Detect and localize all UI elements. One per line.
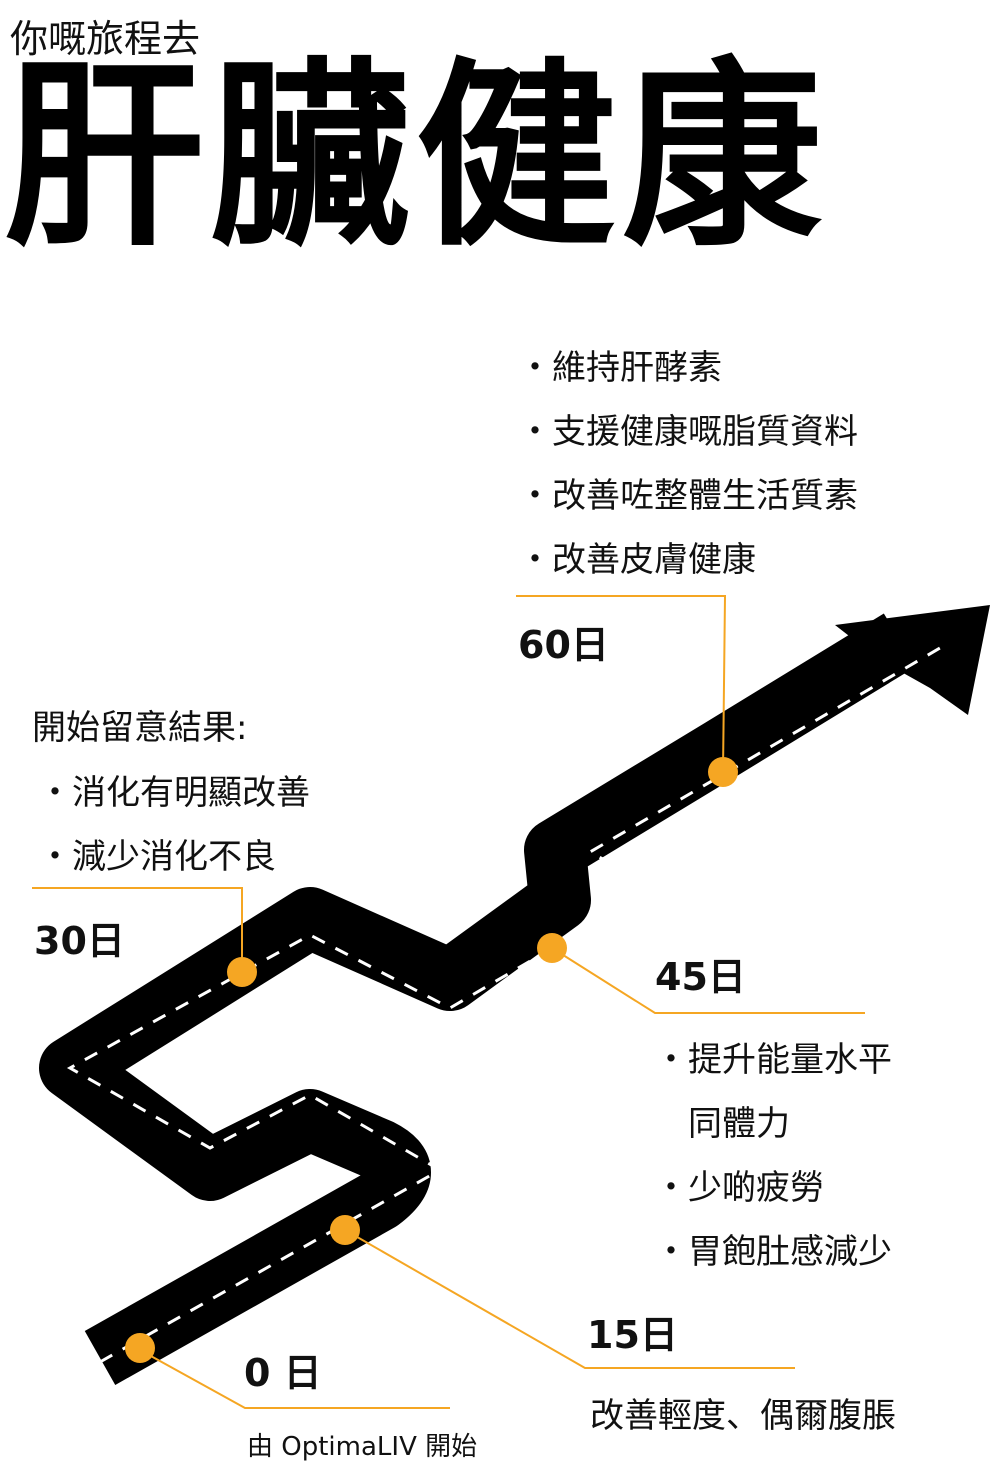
bullet-icon: ・ — [38, 837, 72, 877]
bullet-icon: ・ — [654, 1168, 688, 1208]
leader-line-day45 — [551, 947, 865, 1014]
day30-label: 30日 — [34, 919, 125, 963]
list-item: ・減少消化不良 — [38, 829, 276, 878]
leader-line-day60 — [516, 595, 727, 773]
road-center-dash — [66, 646, 941, 1364]
bullet-icon: ・ — [518, 412, 552, 452]
bullet-icon: ・ — [518, 476, 552, 516]
bullet-icon: ・ — [518, 540, 552, 580]
bullet-icon: ・ — [38, 773, 72, 813]
page-title: 肝臟健康 — [4, 41, 829, 274]
milestone-dot-day45 — [537, 933, 567, 963]
milestone-dot-day15 — [330, 1215, 360, 1245]
bullet-icon: ・ — [518, 348, 552, 388]
day45-label: 45日 — [655, 955, 746, 999]
leader-line-day15 — [344, 1229, 795, 1369]
road-arrowhead — [835, 605, 990, 715]
day15-label: 15日 — [587, 1313, 678, 1357]
day0-label: 0 日 — [244, 1351, 322, 1395]
list-item: ・胃飽肚感減少 — [654, 1224, 892, 1273]
list-item: ・少啲疲勞 — [654, 1160, 824, 1209]
leader-line-day0 — [139, 1349, 450, 1409]
list-item: ・改善咗整體生活質素 — [518, 468, 858, 517]
list-item: ・消化有明顯改善 — [38, 765, 310, 814]
list-item: ・提升能量水平 — [654, 1032, 892, 1081]
milestone-dot-day30 — [227, 957, 257, 987]
day30-intro: 開始留意結果: — [32, 708, 248, 748]
list-item: 同體力 — [688, 1104, 790, 1144]
list-item: ・維持肝酵素 — [518, 340, 722, 389]
road-body — [39, 613, 917, 1385]
list-item: ・改善皮膚健康 — [518, 532, 756, 581]
list-item: ・支援健康嘅脂質資料 — [518, 404, 858, 453]
leader-line-day30 — [32, 887, 243, 972]
milestone-dot-day0 — [125, 1333, 155, 1363]
page-subtitle: 你嘅旅程去 — [10, 17, 201, 61]
bullet-icon: ・ — [654, 1040, 688, 1080]
bullet-icon: ・ — [654, 1232, 688, 1272]
day60-label: 60日 — [518, 623, 609, 667]
milestone-dot-day60 — [708, 757, 738, 787]
day15-caption: 改善輕度、偶爾腹脹 — [590, 1396, 896, 1436]
day0-caption: 由 OptimaLIV 開始 — [247, 1432, 478, 1462]
